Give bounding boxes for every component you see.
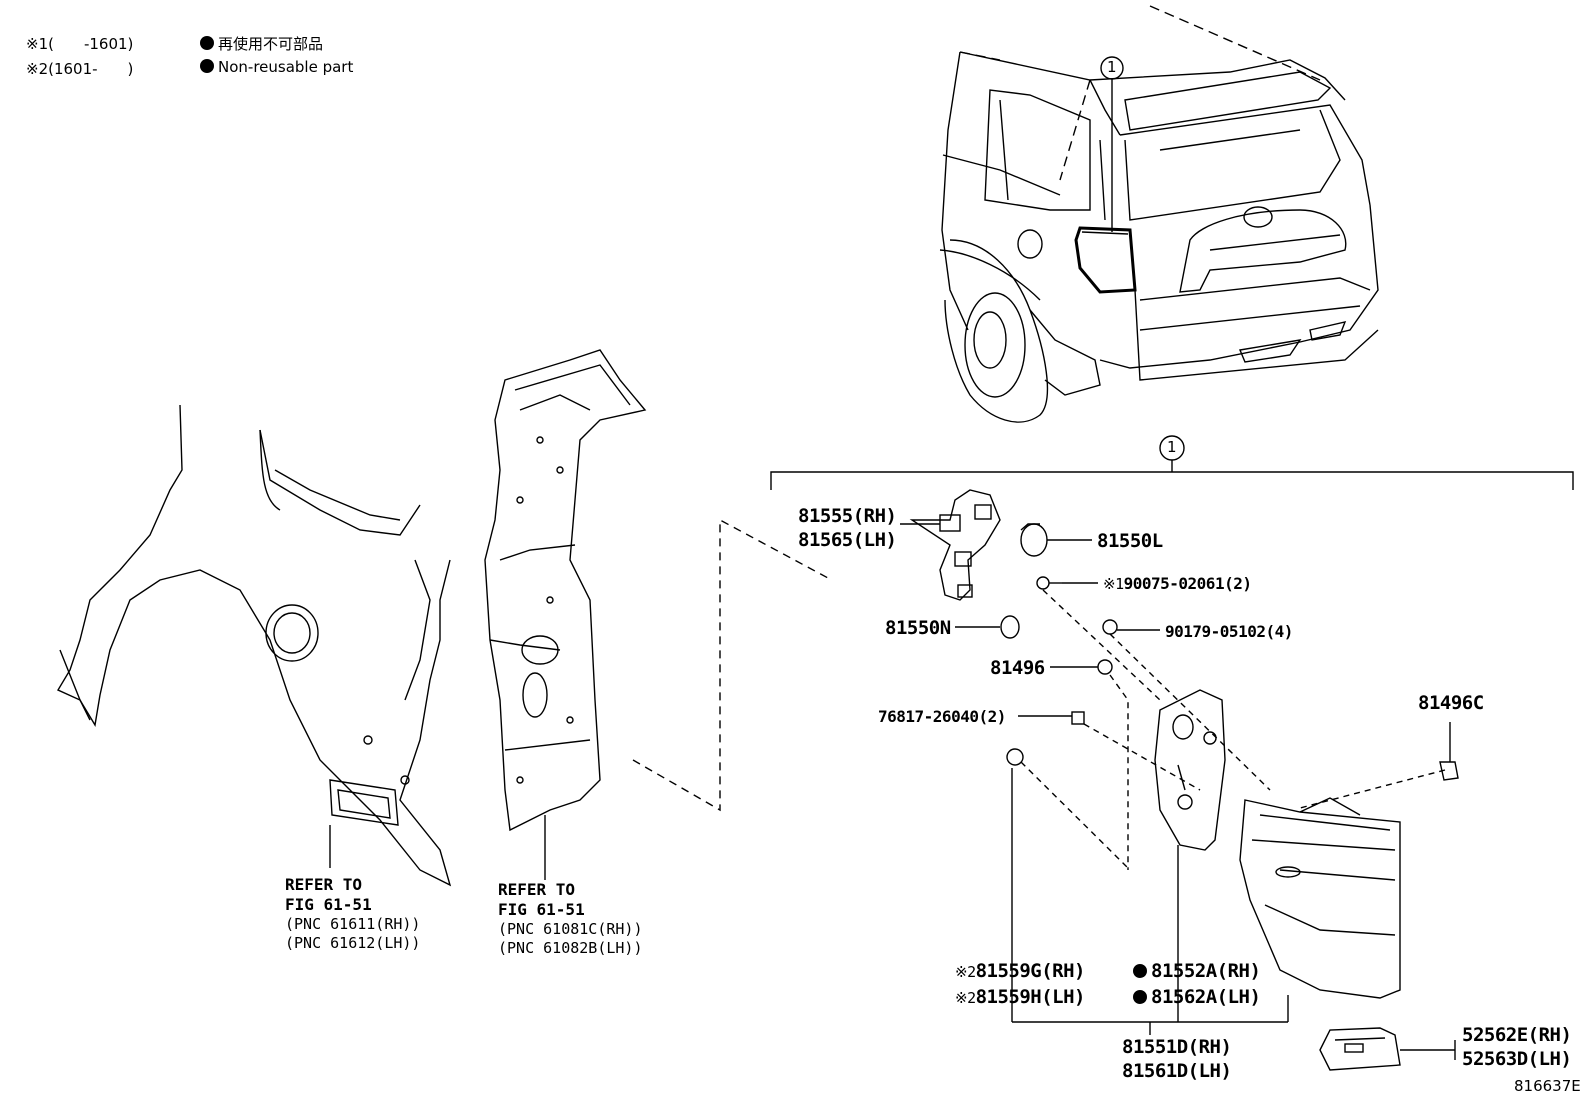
part-bulb-l: 81550L xyxy=(1097,530,1163,552)
part-gasket-lh: ※281559H(LH) xyxy=(955,986,1086,1008)
part-lens-rh: 81552A(RH) xyxy=(1133,960,1261,982)
ref-quarter-panel: REFER TO FIG 61-51 (PNC 61611(RH)) (PNC … xyxy=(285,875,421,952)
non-reusable-icon xyxy=(1133,964,1147,978)
pillar-panel-outline xyxy=(484,349,647,880)
callout-assembly: 1 xyxy=(1167,438,1177,456)
bullet-icon xyxy=(200,59,214,73)
screw-90075 xyxy=(1036,576,1161,701)
part-nut: 90179-05102(4) xyxy=(1165,622,1293,641)
part-clip: 76817-26040(2) xyxy=(878,707,1006,726)
part-lamp-lh: 81561D(LH) xyxy=(1122,1060,1232,1082)
part-lens-lh: 81562A(LH) xyxy=(1133,986,1261,1008)
lamp-lens xyxy=(1239,769,1446,1022)
ref-pillar-panel: REFER TO FIG 61-51 (PNC 61081C(RH)) (PNC… xyxy=(498,880,643,957)
part-bulb-n: 81550N xyxy=(885,617,951,639)
part-lamp-rh: 81551D(RH) xyxy=(1122,1036,1232,1058)
socket-harness xyxy=(900,489,1001,601)
legend-row-1: ※1( -1601) xyxy=(26,33,133,54)
bulb-81550n xyxy=(955,615,1020,639)
part-81496: 81496 xyxy=(990,657,1045,679)
legend-mark-1: ※1( -1601) xyxy=(26,35,134,53)
vehicle-rear-illustration xyxy=(939,5,1379,423)
bullet-icon xyxy=(200,36,214,50)
bulb-81550l xyxy=(1020,523,1092,557)
quarter-panel-outline xyxy=(56,404,452,887)
grommet-81496 xyxy=(1050,659,1129,870)
callout-vehicle: 1 xyxy=(1107,58,1117,76)
clip-81496c xyxy=(1439,722,1459,781)
legend-row-2: ※2(1601- ) xyxy=(26,58,133,79)
nut-90179 xyxy=(1102,619,1271,791)
legend-desc-1: 再使用不可部品 xyxy=(200,33,323,54)
part-socket-lh: 81565(LH) xyxy=(798,529,897,551)
lamp-bracket-plate xyxy=(1154,689,1226,1022)
legend-mark-2: ※2(1601- ) xyxy=(26,60,134,78)
legend-desc-2: Non-reusable part xyxy=(200,58,353,76)
lamp-cover xyxy=(1319,1027,1456,1071)
non-reusable-icon xyxy=(1133,990,1147,1004)
part-gasket-rh: ※281559G(RH) xyxy=(955,960,1086,982)
gasket-bolt xyxy=(1006,748,1131,1022)
part-socket-rh: 81555(RH) xyxy=(798,505,897,527)
figure-number: 816637E xyxy=(1514,1077,1581,1095)
part-81496c: 81496C xyxy=(1418,692,1484,714)
part-cover-lh: 52563D(LH) xyxy=(1462,1048,1572,1070)
clip-76817 xyxy=(1018,711,1201,791)
part-cover-rh: 52562E(RH) xyxy=(1462,1024,1572,1046)
part-screw: ※190075-02061(2) xyxy=(1103,574,1252,593)
